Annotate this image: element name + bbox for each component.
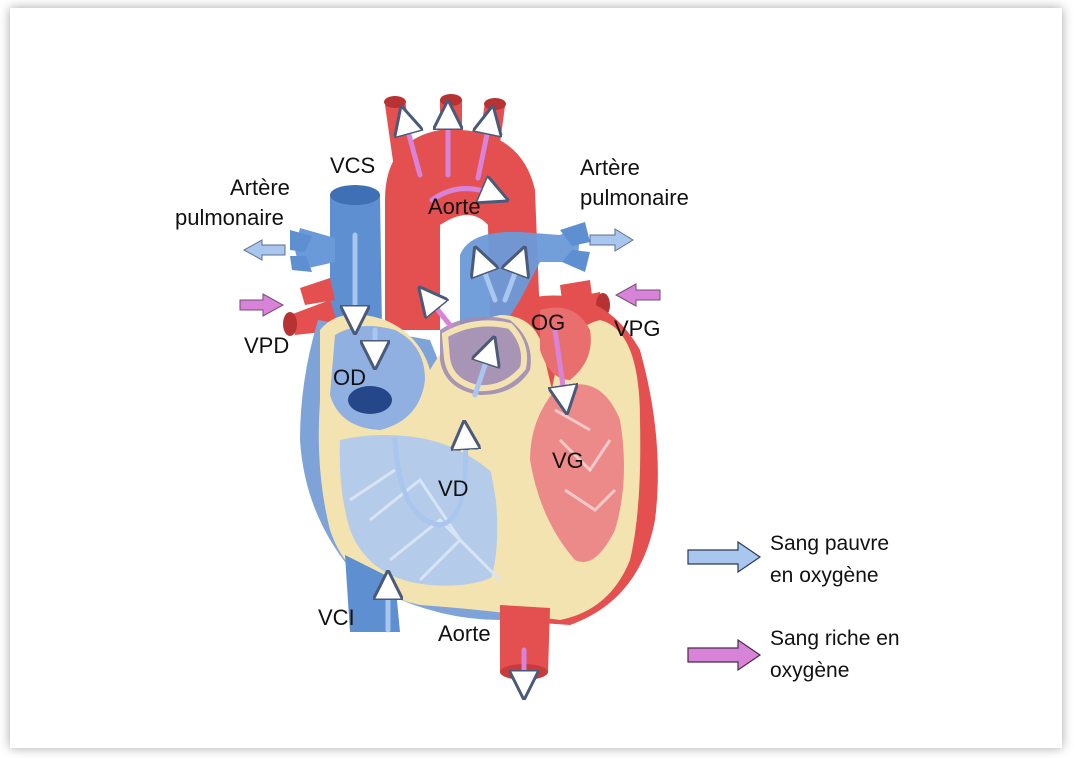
aortic-branch-1-opening bbox=[384, 96, 406, 108]
legend-poor-line2: en oxygène bbox=[770, 564, 879, 587]
aortic-branch-3-opening bbox=[484, 98, 506, 110]
arrow-pulmonary-left bbox=[244, 240, 285, 260]
label-od: OD bbox=[333, 365, 366, 390]
label-vpg: VPG bbox=[614, 316, 660, 341]
tricuspid-opening bbox=[348, 386, 392, 414]
label-og: OG bbox=[531, 310, 565, 335]
legend-poor-line1: Sang pauvre bbox=[770, 532, 889, 555]
label-vg: VG bbox=[552, 448, 584, 473]
label-aorte-bottom: Aorte bbox=[438, 621, 491, 646]
arrow-pulmonary-right bbox=[590, 229, 633, 251]
aortic-branch-2-opening bbox=[440, 94, 462, 106]
label-vcs: VCS bbox=[330, 153, 375, 178]
label-artere-left-2: pulmonaire bbox=[175, 205, 284, 230]
arrow-vpg bbox=[616, 284, 660, 306]
label-vci: VCI bbox=[318, 605, 355, 630]
legend-arrow-poor bbox=[688, 542, 760, 572]
label-artere-left-1: Artère bbox=[230, 175, 290, 200]
legend-rich-line1: Sang riche en bbox=[770, 627, 900, 650]
label-aorte-top: Aorte bbox=[428, 194, 481, 219]
legend-arrow-rich bbox=[688, 640, 760, 670]
label-artere-right-2: pulmonaire bbox=[580, 185, 689, 210]
legend: Sang pauvre en oxygène Sang riche en oxy… bbox=[688, 532, 900, 682]
label-vd: VD bbox=[438, 476, 469, 501]
legend-rich-line2: oxygène bbox=[770, 659, 849, 682]
label-artere-right-1: Artère bbox=[580, 155, 640, 180]
label-vpd: VPD bbox=[244, 333, 289, 358]
svc-opening bbox=[330, 185, 380, 205]
arrow-vpd bbox=[240, 294, 283, 316]
